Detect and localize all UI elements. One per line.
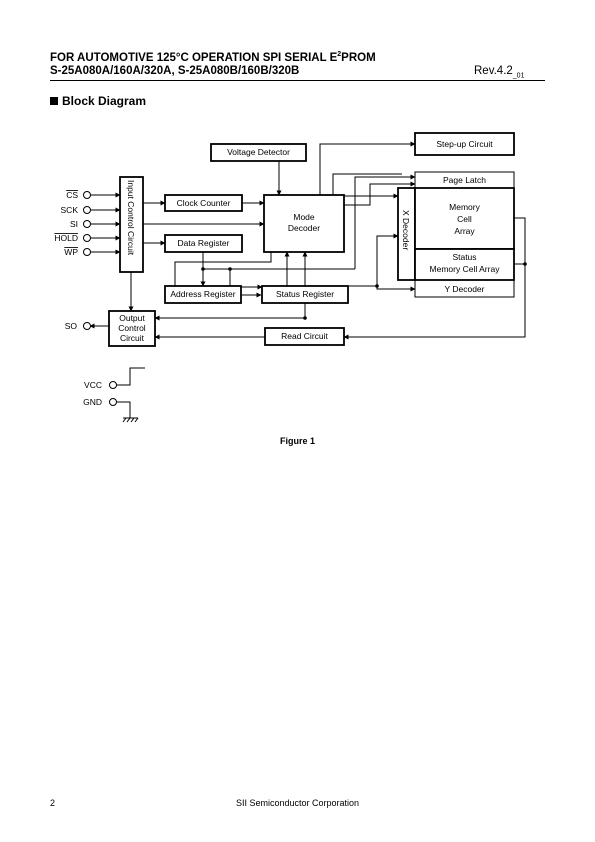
- status-register-block: Status Register: [261, 285, 349, 304]
- voltage-detector-label: Voltage Detector: [227, 147, 290, 157]
- y-decoder-label: Y Decoder: [444, 284, 484, 294]
- input-control-block: Input Control Circuit: [119, 176, 144, 273]
- input-control-label: Input Control Circuit: [126, 180, 136, 256]
- pin-gnd: GND: [83, 397, 117, 407]
- mode-decoder-label-2: Decoder: [288, 223, 320, 233]
- stepup-circuit-block: Step-up Circuit: [414, 132, 515, 156]
- pin-hold: HOLD: [54, 233, 91, 243]
- memory-cell-array-label-3: Array: [454, 226, 475, 236]
- section-heading: Block Diagram: [50, 94, 146, 108]
- status-memory-label-1: Status: [452, 252, 476, 262]
- pin-sck-label: SCK: [61, 205, 79, 215]
- pin-wp: WP: [64, 247, 91, 257]
- pin-cs: CS: [66, 190, 91, 200]
- document-title-line1: FOR AUTOMOTIVE 125°C OPERATION SPI SERIA…: [50, 51, 376, 64]
- pin-gnd-label: GND: [83, 397, 102, 407]
- square-bullet-icon: [50, 97, 58, 105]
- memory-stack: [397, 171, 515, 298]
- data-register-label: Data Register: [178, 238, 230, 248]
- revision-label: Rev.4.2_01: [474, 65, 525, 80]
- address-register-label: Address Register: [170, 289, 235, 299]
- pin-cs-label: CS: [66, 190, 78, 200]
- footer-company: SII Semiconductor Corporation: [235, 798, 360, 808]
- mode-decoder-block: Mode Decoder: [263, 194, 345, 253]
- pin-so-label: SO: [65, 321, 78, 331]
- memory-cell-array-label-2: Cell: [457, 214, 472, 224]
- pin-vcc: VCC: [84, 380, 117, 390]
- status-memory-label-2: Memory Cell Array: [430, 264, 501, 274]
- clock-counter-label: Clock Counter: [177, 198, 231, 208]
- pin-hold-label: HOLD: [54, 233, 78, 243]
- header-rule: [50, 80, 545, 81]
- figure-caption: Figure 1: [279, 436, 315, 446]
- clock-counter-block: Clock Counter: [164, 194, 243, 212]
- address-register-block: Address Register: [164, 285, 242, 304]
- pin-si-label: SI: [70, 219, 78, 229]
- document-title-line2: S-25A080A/160A/320A, S-25A080B/160B/320B: [50, 65, 300, 77]
- pin-sck: SCK: [61, 205, 91, 215]
- output-control-label-3: Circuit: [120, 333, 145, 343]
- x-decoder-label: X Decoder: [401, 210, 411, 250]
- output-control-label-1: Output: [119, 313, 145, 323]
- pin-so: SO: [65, 321, 91, 331]
- data-register-block: Data Register: [164, 234, 243, 253]
- output-control-block: Output Control Circuit: [108, 310, 156, 347]
- voltage-detector-block: Voltage Detector: [210, 143, 307, 162]
- mode-decoder-label-1: Mode: [293, 212, 315, 222]
- pin-si: SI: [70, 219, 91, 229]
- pin-vcc-label: VCC: [84, 380, 102, 390]
- page-number: 2: [50, 798, 56, 808]
- memory-cell-array-label-1: Memory: [449, 202, 480, 212]
- pin-wp-label: WP: [64, 247, 78, 257]
- status-register-label: Status Register: [276, 289, 334, 299]
- page-latch-label: Page Latch: [443, 175, 486, 185]
- read-circuit-label: Read Circuit: [281, 331, 328, 341]
- read-circuit-block: Read Circuit: [264, 327, 345, 346]
- stepup-circuit-label: Step-up Circuit: [436, 139, 493, 149]
- output-control-label-2: Control: [118, 323, 146, 333]
